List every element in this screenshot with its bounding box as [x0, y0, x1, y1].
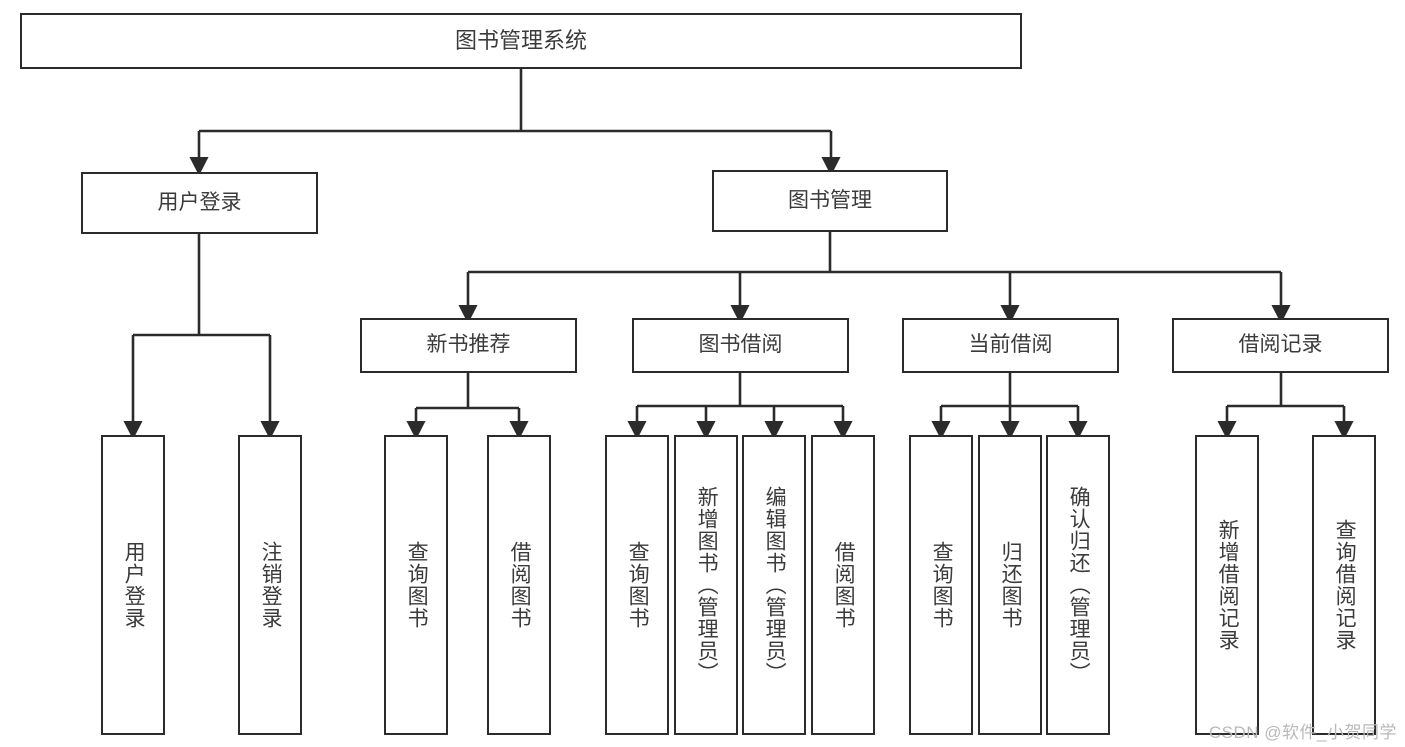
- node-book-management[interactable]: 图书管理: [712, 170, 948, 232]
- node-new-book-recommendation[interactable]: 新书推荐: [360, 318, 577, 373]
- leaf-book-borrow-query-book[interactable]: 查询图书: [605, 435, 669, 735]
- leaf-label: 借阅图书: [832, 541, 856, 629]
- node-root-library-management-system[interactable]: 图书管理系统: [20, 13, 1022, 69]
- leaf-label: 确认归还（管理员）: [1067, 486, 1091, 684]
- leaf-label: 查询借阅记录: [1333, 519, 1357, 651]
- leaf-book-borrow-edit-book-admin[interactable]: 编辑图书（管理员）: [742, 435, 806, 735]
- leaf-borrow-record-add-record[interactable]: 新增借阅记录: [1195, 435, 1259, 735]
- leaf-user-login-login[interactable]: 用户登录: [101, 435, 165, 735]
- leaf-user-login-logout[interactable]: 注销登录: [238, 435, 302, 735]
- leaf-label: 查询图书: [626, 541, 650, 629]
- node-book-borrowing[interactable]: 图书借阅: [632, 318, 849, 373]
- leaf-borrow-record-query-record[interactable]: 查询借阅记录: [1312, 435, 1376, 735]
- leaf-new-book-borrow-book[interactable]: 借阅图书: [487, 435, 551, 735]
- node-borrowing-record[interactable]: 借阅记录: [1172, 318, 1389, 373]
- leaf-current-borrow-query-book[interactable]: 查询图书: [909, 435, 973, 735]
- leaf-label: 查询图书: [930, 541, 954, 629]
- leaf-book-borrow-add-book-admin[interactable]: 新增图书（管理员）: [674, 435, 738, 735]
- csdn-watermark: CSDN @软件_小贺同学: [1208, 723, 1397, 742]
- leaf-new-book-query-book[interactable]: 查询图书: [384, 435, 448, 735]
- leaf-label: 归还图书: [999, 541, 1023, 629]
- node-current-borrowing[interactable]: 当前借阅: [902, 318, 1119, 373]
- node-user-login[interactable]: 用户登录: [81, 172, 318, 234]
- leaf-label: 注销登录: [259, 541, 283, 629]
- leaf-label: 用户登录: [122, 541, 146, 629]
- leaf-book-borrow-borrow-book[interactable]: 借阅图书: [811, 435, 875, 735]
- leaf-label: 编辑图书（管理员）: [763, 486, 787, 684]
- leaf-current-borrow-return-book[interactable]: 归还图书: [978, 435, 1042, 735]
- leaf-label: 新增图书（管理员）: [695, 486, 719, 684]
- leaf-label: 借阅图书: [508, 541, 532, 629]
- leaf-current-borrow-confirm-return-admin[interactable]: 确认归还（管理员）: [1046, 435, 1110, 735]
- leaf-label: 新增借阅记录: [1216, 519, 1240, 651]
- leaf-label: 查询图书: [405, 541, 429, 629]
